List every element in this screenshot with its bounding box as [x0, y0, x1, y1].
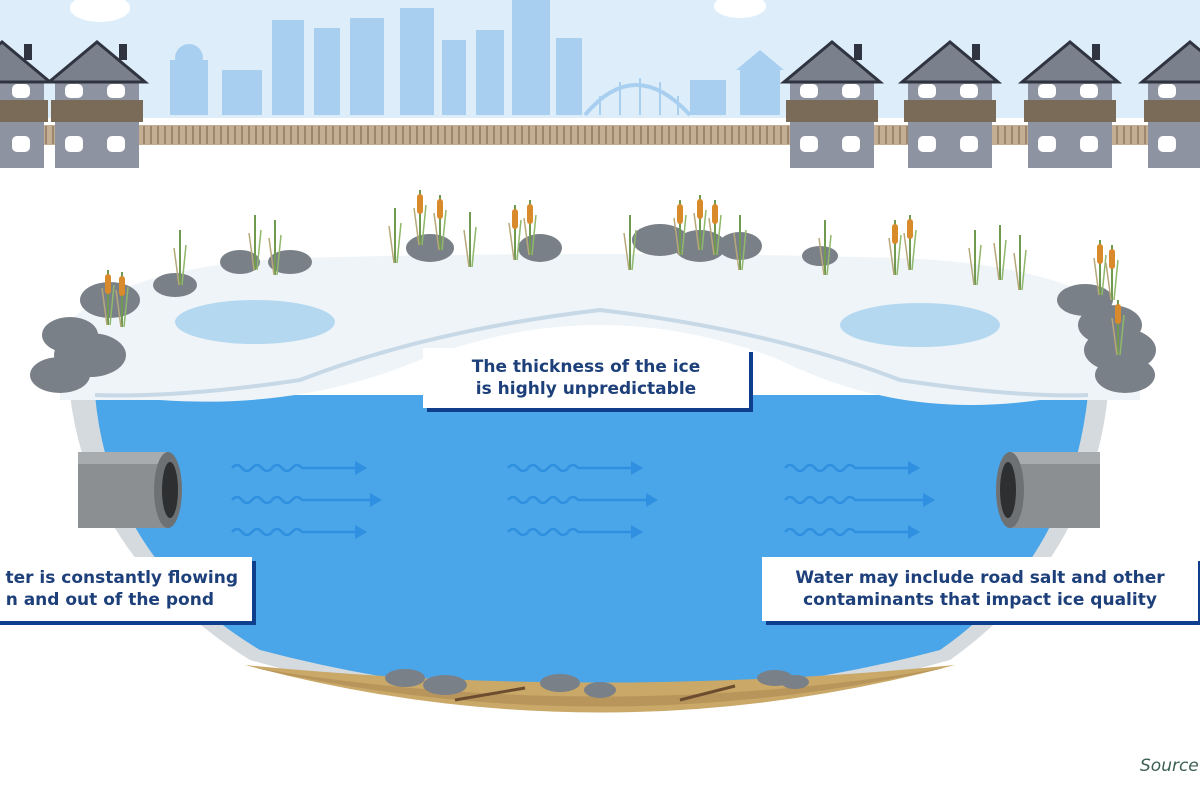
outlet-pipe [996, 452, 1100, 528]
reed [523, 200, 537, 256]
rock [518, 234, 562, 262]
fence [0, 125, 1200, 145]
thin-ice-patch-left [175, 300, 335, 344]
city-skyline [170, 0, 784, 117]
reed [673, 200, 687, 256]
reed [903, 215, 917, 271]
rock [153, 273, 197, 297]
reed [248, 215, 262, 271]
reed [268, 220, 282, 276]
reed [388, 208, 402, 264]
bottom-stones [385, 669, 809, 698]
reed [1105, 245, 1119, 301]
reed [968, 230, 982, 286]
cattail [697, 199, 703, 219]
flow-arrow [231, 527, 359, 537]
reed [1093, 240, 1107, 296]
flow-arrow-head [908, 461, 920, 475]
cloud [70, 0, 130, 22]
cloud [714, 0, 766, 18]
flow-arrow-head [355, 461, 367, 475]
reed [1111, 300, 1125, 356]
flow-arrow-head [631, 461, 643, 475]
flow-arrow-head [908, 525, 920, 539]
reed [433, 195, 447, 251]
cattail [892, 224, 898, 244]
callout-road-salt: Water may include road salt and other co… [762, 557, 1198, 621]
thin-ice-patch-right [840, 303, 1000, 347]
ice-edge [94, 307, 1089, 398]
callout-water-flowing: ter is constantly flowing n and out of t… [0, 557, 252, 621]
rock [220, 250, 260, 274]
flow-arrow [231, 463, 359, 473]
callout-salt-line-2: contaminants that impact ice quality [803, 590, 1157, 610]
house [44, 40, 150, 168]
reed [463, 212, 477, 268]
flow-arrow-head [370, 493, 382, 507]
shore-rocks [30, 224, 1156, 393]
cattail [119, 276, 125, 296]
callout-ice-line-2: is highly unpredictable [475, 379, 697, 399]
house [897, 40, 1003, 168]
cattail [677, 204, 683, 224]
house [1017, 40, 1123, 168]
flow-arrow-head [355, 525, 367, 539]
flow-arrow [507, 463, 635, 473]
reed [115, 272, 129, 328]
cattail [437, 199, 443, 219]
cattail [1115, 304, 1121, 324]
flow-arrow [784, 527, 912, 537]
flow-arrow [507, 495, 650, 505]
cattail [417, 194, 423, 214]
source-credit: Source [1140, 756, 1199, 776]
reed [818, 220, 832, 276]
callout-ice-line-1: The thickness of the ice [471, 357, 701, 377]
houses [0, 40, 1200, 168]
house [0, 40, 55, 168]
rock [1095, 357, 1155, 393]
reed [708, 200, 722, 256]
cattail [907, 219, 913, 239]
inlet-pipe [78, 452, 182, 528]
reed [693, 195, 707, 251]
bottom-sticks [454, 684, 736, 702]
reed [623, 215, 637, 271]
flow-arrow-head [646, 493, 658, 507]
cattail [512, 209, 518, 229]
flow-arrows [231, 461, 935, 539]
cattail [105, 274, 111, 294]
cattail [1097, 244, 1103, 264]
house [1137, 40, 1200, 168]
callout-salt-line-1: Water may include road salt and other [795, 568, 1165, 588]
reed [413, 190, 427, 246]
callout-flow-line-2: n and out of the pond [5, 590, 214, 610]
reed [1013, 235, 1027, 291]
flow-arrow [507, 527, 635, 537]
house [779, 40, 885, 168]
flow-arrow [784, 495, 927, 505]
flow-arrow-head [923, 493, 935, 507]
reed [888, 220, 902, 276]
flow-arrow [784, 463, 912, 473]
reed [508, 205, 522, 261]
rock [406, 234, 454, 262]
cattail [1109, 249, 1115, 269]
callout-flow-line-1: ter is constantly flowing [5, 568, 238, 588]
reeds [101, 190, 1125, 356]
reed [101, 270, 115, 326]
cattail [527, 204, 533, 224]
flow-arrow-head [631, 525, 643, 539]
reed [173, 230, 187, 286]
rock [42, 317, 98, 353]
cattail [712, 204, 718, 224]
reed [733, 215, 747, 271]
rock [632, 224, 688, 256]
callout-ice-thickness: The thickness of the ice is highly unpre… [423, 348, 749, 408]
flow-arrow [231, 495, 374, 505]
reed [993, 225, 1007, 281]
sediment-band [255, 668, 945, 707]
